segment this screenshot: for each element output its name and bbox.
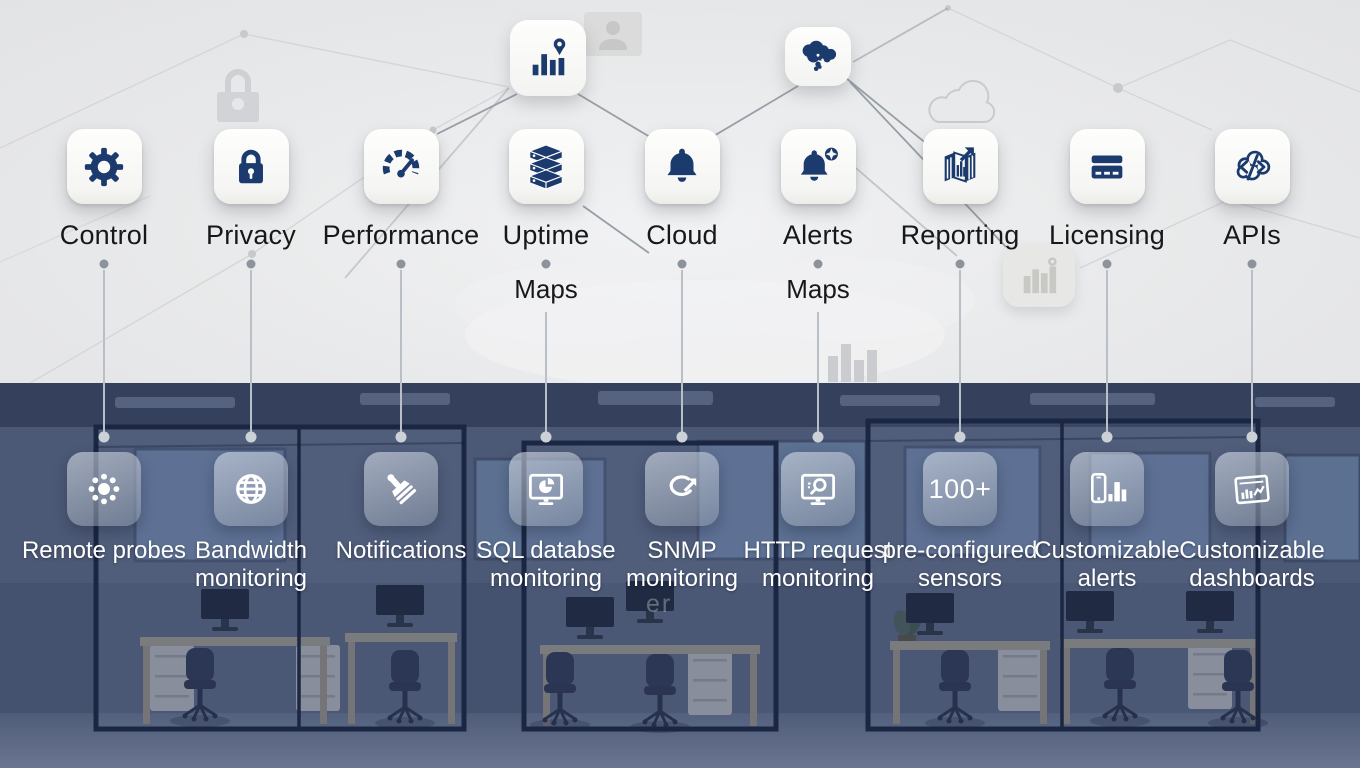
ghost-bar-chart-pin-icon	[1023, 256, 1057, 293]
folded-map-arrow-icon	[944, 146, 976, 183]
globe-icon	[236, 474, 266, 504]
bell-icon	[667, 148, 697, 182]
customizable-alerts-tile	[1070, 452, 1144, 526]
background-text-artifact: er	[646, 590, 673, 618]
feature-remote-probes: Remote probes	[9, 452, 199, 565]
ghost-bar-chart-pin-tile	[1003, 244, 1075, 307]
feature-licensing: Licensing	[1012, 129, 1202, 251]
remote-probes-tile	[67, 452, 141, 526]
customizable-dashboards-tile	[1215, 452, 1289, 526]
uptime-tile	[508, 129, 584, 204]
alerts-tile	[780, 129, 856, 204]
cloud-code-icon	[1236, 150, 1271, 180]
feature-label: Remote probes	[21, 537, 187, 564]
feature-privacy: Privacy	[156, 129, 346, 251]
bar-chart-location-pin-icon	[532, 38, 566, 76]
cloud-tile	[644, 129, 720, 204]
monitor-pie-chart-icon	[529, 473, 563, 506]
feature-alerts: Alerts	[723, 129, 913, 251]
feature-label: APIs	[1223, 220, 1281, 250]
sql-monitoring-tile	[509, 452, 583, 526]
feature-cloud: Cloud	[587, 129, 777, 251]
ghost-cloud-icon	[928, 79, 996, 124]
reporting-tile	[922, 129, 998, 204]
feature-label: Privacy	[206, 220, 296, 250]
badge-100-plus: 100+	[928, 473, 992, 504]
bell-badge-icon	[800, 144, 841, 181]
privacy-tile	[213, 129, 289, 204]
server-stack-icon	[529, 143, 563, 190]
snmp-monitoring-tile	[645, 452, 719, 526]
padlock-icon	[239, 149, 263, 183]
feature-label: Alerts	[782, 220, 854, 250]
http-monitoring-tile	[781, 452, 855, 526]
world-map-icon	[802, 40, 837, 71]
performance-tile	[363, 129, 439, 204]
feature-apis: APIs	[1157, 129, 1347, 251]
bar-chart-pin-tile	[510, 20, 586, 96]
dashboard-document-icon	[1234, 474, 1270, 505]
maps-sub-label: Maps	[786, 274, 850, 304]
licensing-tile	[1069, 129, 1145, 204]
probe-hub-icon	[88, 473, 120, 505]
feature-label: Licensing	[1049, 220, 1165, 250]
world-map-tile	[785, 27, 851, 86]
feature-performance: Performance	[306, 129, 496, 251]
phone-bar-chart-icon	[1091, 473, 1127, 504]
feature-uptime: Uptime	[451, 129, 641, 251]
sensors-100-tile: 100+	[923, 452, 997, 526]
bandwidth-tile	[214, 452, 288, 526]
ghost-lock-icon	[217, 69, 259, 122]
notifications-tile	[364, 452, 438, 526]
stamp-icon	[387, 474, 417, 505]
monitor-magnifier-icon	[801, 473, 835, 506]
apis-tile	[1214, 129, 1290, 204]
feature-label: Cloud	[646, 220, 718, 250]
gauge-icon	[382, 149, 420, 178]
feature-control: Control	[9, 129, 199, 251]
feature-label: Reporting	[900, 220, 1020, 250]
ghost-bars-icon	[828, 344, 877, 382]
feature-label: Performance	[322, 220, 480, 250]
credit-card-icon	[1091, 155, 1123, 178]
feature-label: Control	[59, 220, 149, 250]
ghost-id-card-icon	[584, 12, 642, 56]
maps-sub-label: Maps	[514, 274, 578, 304]
feature-label: Notifications	[335, 537, 467, 564]
office-background	[0, 383, 1360, 768]
feature-notifications: Notifications	[306, 452, 496, 565]
feature-label: Uptime	[502, 220, 590, 250]
control-tile	[66, 129, 142, 204]
feature-reporting: Reporting	[865, 129, 1055, 251]
loop-arrow-icon	[669, 475, 697, 496]
gear-icon	[84, 147, 124, 186]
